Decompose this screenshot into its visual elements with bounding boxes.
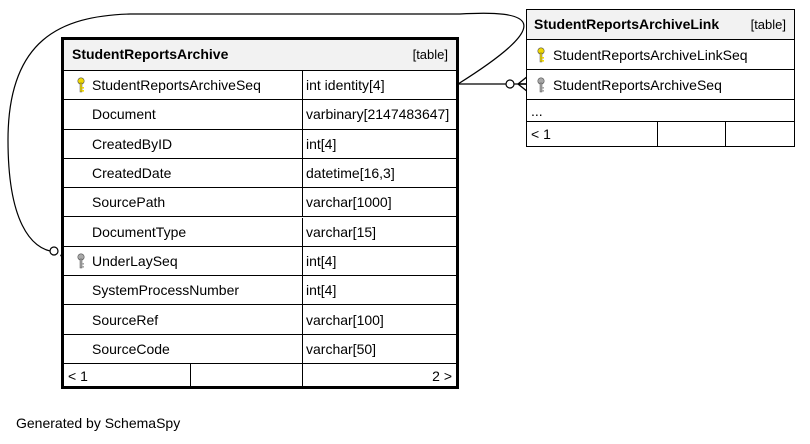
foreign-key-icon [74,247,88,275]
column-divider [302,158,303,188]
parents-count: < 1 [68,368,88,384]
table-row[interactable]: SourceCode varchar[50] [64,334,456,364]
column-divider [302,276,303,305]
column-divider [302,246,303,276]
table-kind: [table] [412,47,448,62]
column-divider [302,129,303,158]
column-divider [302,334,303,363]
table-row[interactable]: StudentReportsArchiveSeq [527,70,794,100]
table-footer: < 1 2 > [64,364,456,388]
more-columns-row: ... [527,100,794,122]
table-name: StudentReportsArchive [72,46,229,62]
table-row[interactable]: Document varbinary[2147483647] [64,100,456,130]
column-divider [302,217,303,246]
column-name: SourceCode [92,340,170,357]
table-footer: < 1 [527,122,794,146]
table-row[interactable]: UnderLaySeq int[4] [64,246,456,277]
column-name: StudentReportsArchiveLinkSeq [553,46,748,63]
table-row[interactable]: CreatedByID int[4] [64,129,456,159]
primary-key-icon [74,71,88,99]
relationship-optional-marker [49,246,59,256]
table-row[interactable]: SourcePath varchar[1000] [64,188,456,218]
table-header: StudentReportsArchive [table] [64,40,456,71]
column-type: int[4] [306,282,337,299]
column-name: SourcePath [92,194,166,211]
column-divider [302,71,303,100]
column-type: int[4] [306,135,337,152]
column-divider [657,122,658,146]
column-type: varchar[50] [306,340,377,357]
column-divider [725,122,726,146]
column-divider [190,364,191,388]
column-type: varchar[15] [306,223,377,240]
column-type: varchar[100] [306,311,384,328]
parents-count: < 1 [531,126,551,142]
column-divider [302,188,303,217]
table-row[interactable]: DocumentType varchar[15] [64,217,456,247]
column-name: Document [92,106,156,123]
table-row[interactable]: StudentReportsArchiveSeq int identity[4] [64,71,456,101]
column-name: StudentReportsArchiveSeq [553,76,722,93]
column-type: datetime[16,3] [306,165,395,182]
column-name: CreatedDate [92,165,172,182]
table-name: StudentReportsArchiveLink [534,16,720,32]
column-divider [302,364,303,388]
relationship-line-self-reference [7,12,525,253]
table-kind: [table] [750,17,786,32]
column-name: UnderLaySeq [92,252,178,269]
column-name: CreatedByID [92,135,173,152]
table-student-reports-archive-link[interactable]: StudentReportsArchiveLink [table] Studen… [526,9,795,147]
table-row[interactable]: StudentReportsArchiveLinkSeq [527,40,794,70]
column-divider [302,305,303,334]
column-type: varchar[1000] [306,194,392,211]
table-header: StudentReportsArchiveLink [table] [527,10,794,40]
column-divider [302,100,303,129]
table-student-reports-archive[interactable]: StudentReportsArchive [table] StudentRep… [61,37,459,389]
table-row[interactable]: SystemProcessNumber int[4] [64,276,456,306]
column-name: SystemProcessNumber [92,282,240,299]
children-count: 2 > [432,368,452,384]
column-name: StudentReportsArchiveSeq [92,77,261,94]
table-row[interactable]: SourceRef varchar[100] [64,305,456,335]
column-name: DocumentType [92,223,187,240]
primary-key-icon [534,40,548,69]
relationship-optional-marker [505,79,515,89]
column-type: int identity[4] [306,77,385,94]
column-type: int[4] [306,252,337,269]
foreign-key-icon [534,70,548,99]
column-type: varbinary[2147483647] [306,106,450,123]
generated-by-label: Generated by SchemaSpy [16,415,181,431]
ellipsis: ... [531,102,543,119]
column-name: SourceRef [92,311,159,328]
table-row[interactable]: CreatedDate datetime[16,3] [64,158,456,189]
